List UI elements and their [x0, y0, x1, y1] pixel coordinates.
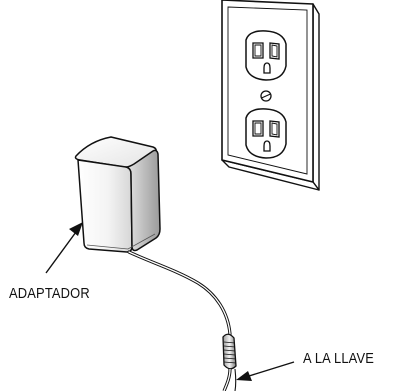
power-cord: [127, 250, 232, 336]
adapter-front: [77, 159, 133, 253]
ground-symbol-icon: [260, 90, 272, 102]
adapter-callout-arrow: [45, 222, 83, 274]
faucet-callout-arrow: [236, 361, 295, 381]
outlet-plate-edge: [312, 3, 320, 191]
adapter-side: [125, 149, 161, 252]
adapter-label: ADAPTADOR: [9, 285, 90, 302]
to-faucet-label: A LA LLAVE: [303, 350, 375, 367]
receptacle-top: [245, 30, 287, 81]
wall-outlet-icon: [221, 0, 320, 191]
power-adapter-icon: [74, 136, 161, 253]
outlet-plate-inner: [227, 6, 308, 175]
receptacle-bottom: [245, 108, 287, 159]
cord-plug: [222, 333, 237, 391]
